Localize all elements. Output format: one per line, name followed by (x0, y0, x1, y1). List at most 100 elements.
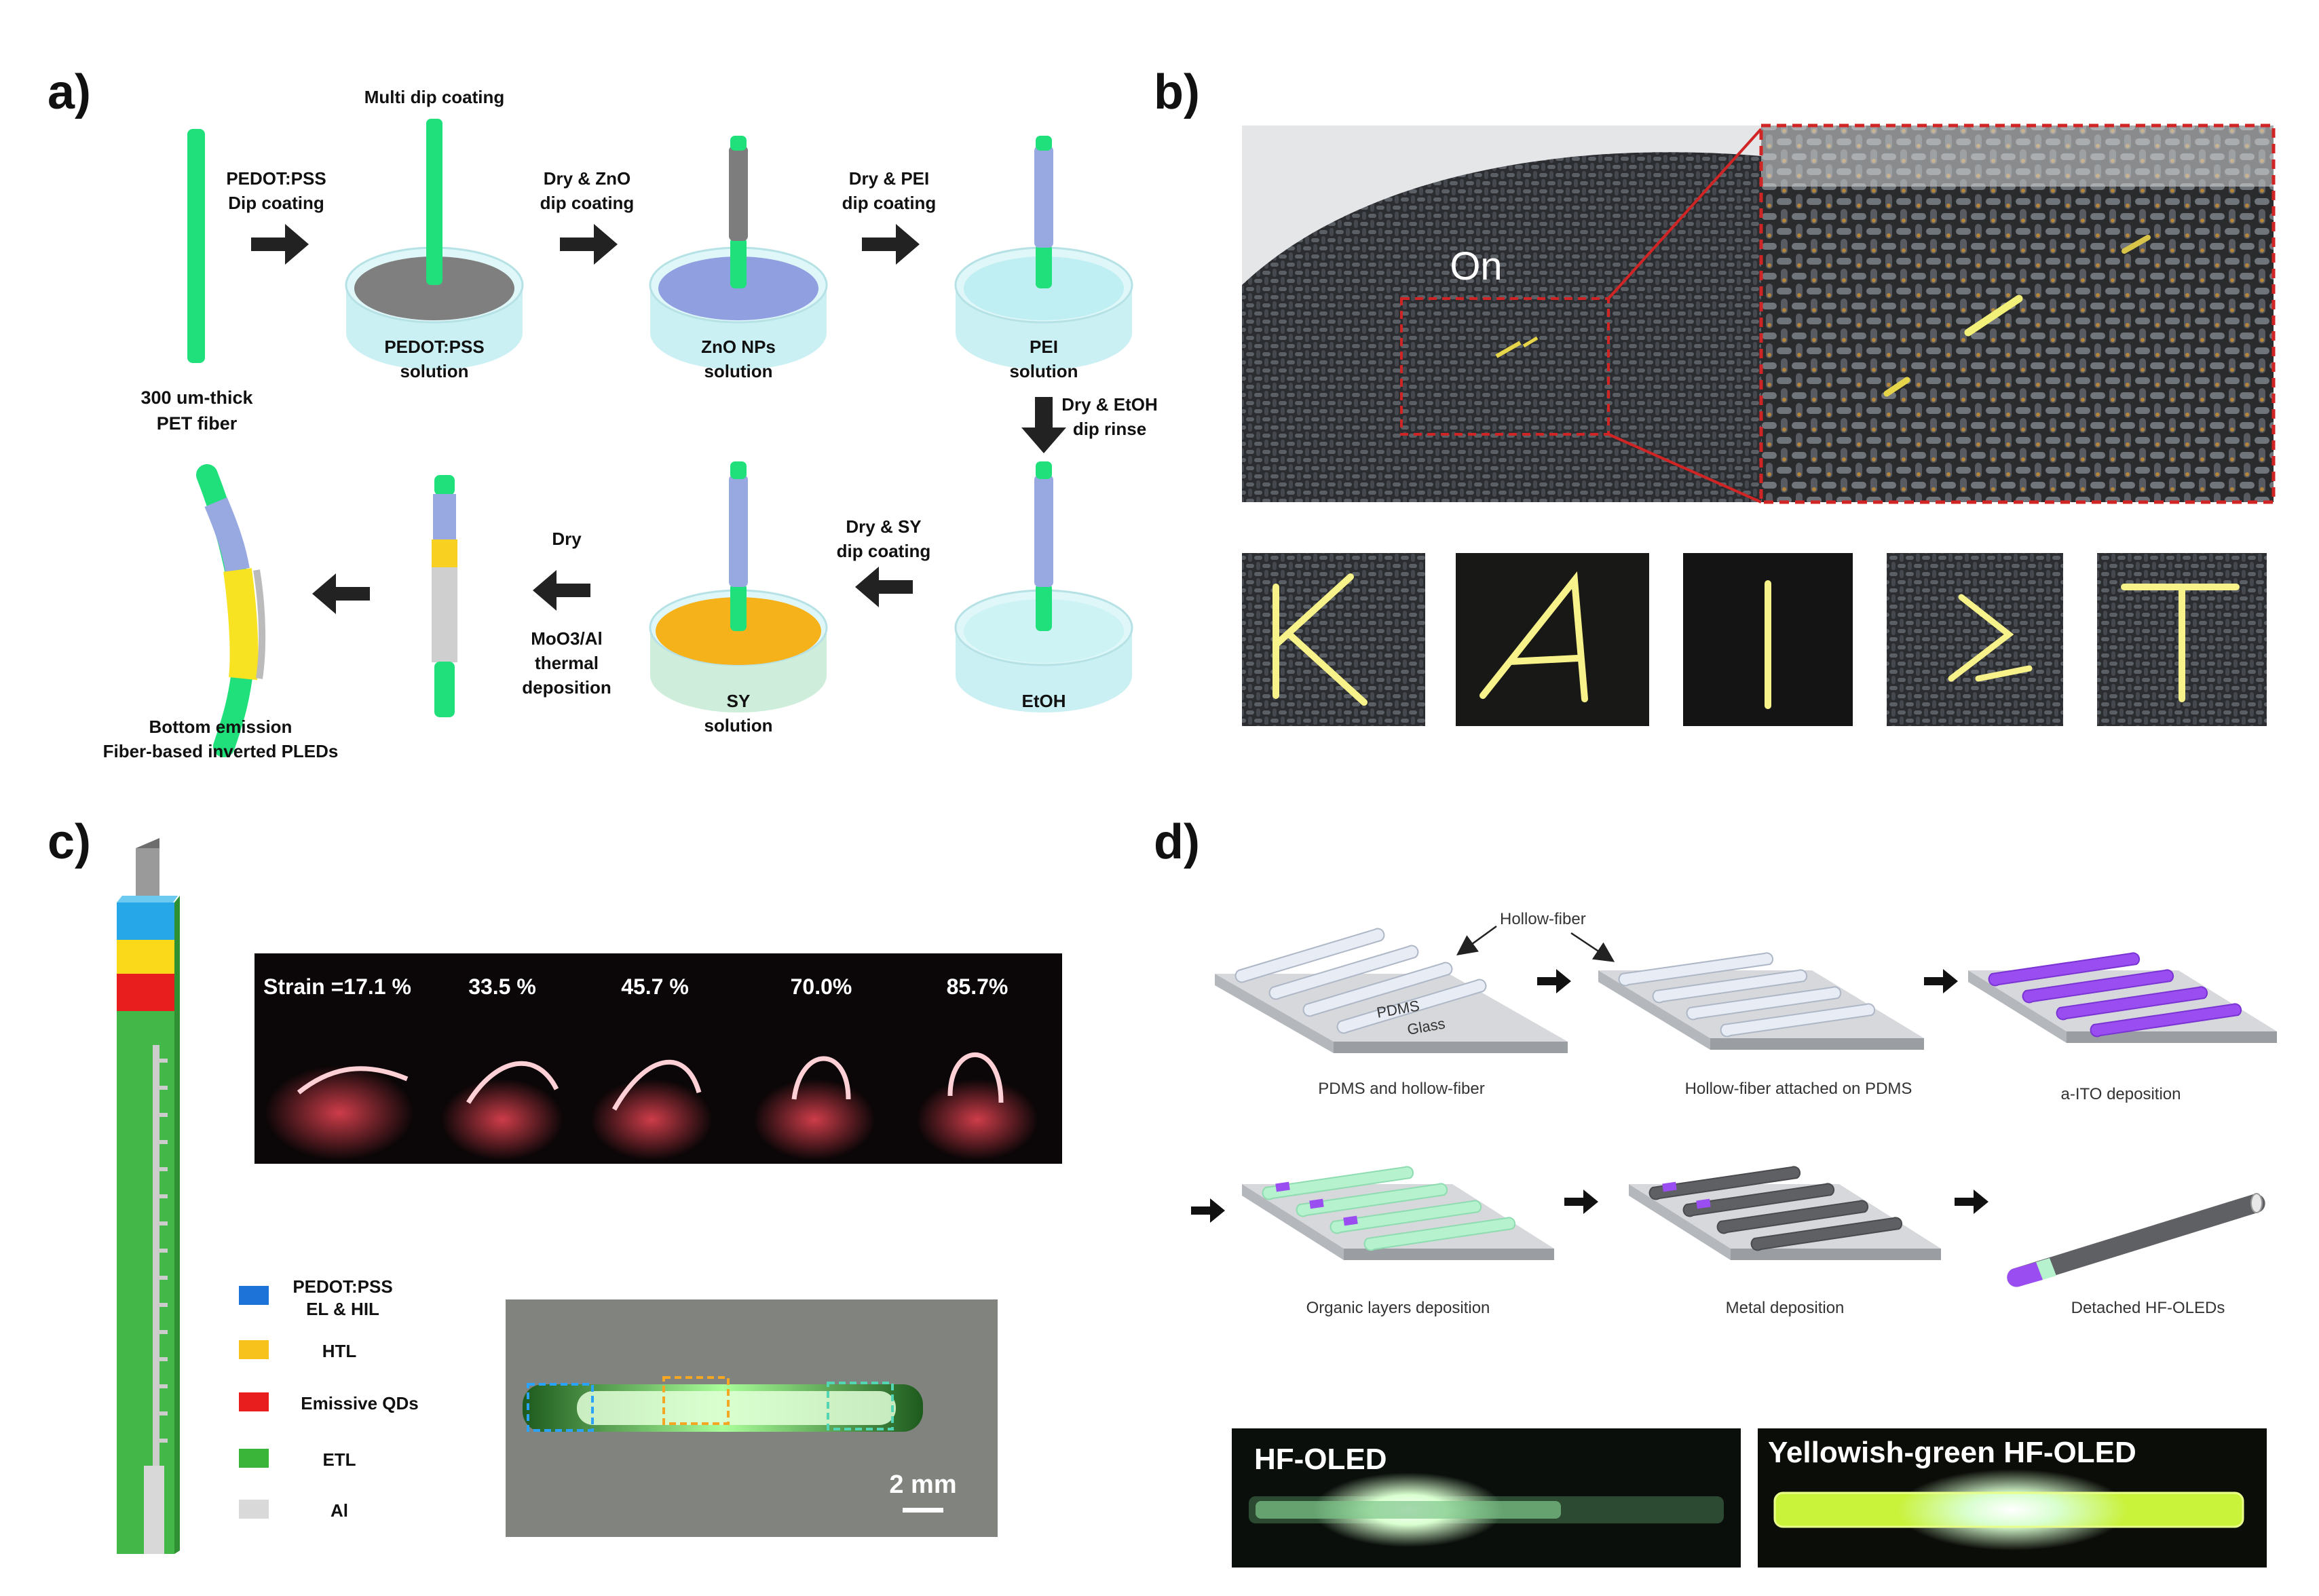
letter-photo-a (1456, 553, 1649, 726)
step-label-5: Metal deposition (1726, 1299, 1845, 1317)
layer-legend: PEDOT:PSS EL & HIL HTL Emissive QDs ETL … (239, 1276, 419, 1521)
fabric-photo: On (1242, 126, 1761, 502)
step-label-2: Hollow-fiber attached on PDMS (1685, 1080, 1912, 1098)
legend-label-qds: Emissive QDs (301, 1393, 418, 1413)
hf-oled-photo: HF-OLED (1232, 1428, 1741, 1568)
legend-swatch-htl (239, 1340, 269, 1359)
step-label-1: PDMS and hollow-fiber (1318, 1080, 1484, 1098)
arrow4-label-2: dip rinse (1073, 419, 1146, 439)
dish-pei: PEI solution (954, 136, 1133, 381)
step-label-4: Organic layers deposition (1306, 1299, 1490, 1317)
strain-label-3: 45.7 % (621, 974, 689, 999)
dish-zno: ZnO NPs solution (649, 136, 828, 381)
process-arrow-icon (560, 224, 618, 265)
arrow5-label-1: Dry & SY (846, 516, 921, 537)
legend-label-htl: HTL (322, 1341, 357, 1361)
photo-yg-hf-oled-label: Yellowish-green HF-OLED (1768, 1436, 2136, 1469)
panel-b: b) On (1154, 65, 2276, 726)
zoom-line (1608, 433, 1762, 504)
step-ito: a-ITO deposition (1968, 952, 2277, 1103)
yellowish-green-hf-oled-photo: Yellowish-green HF-OLED (1758, 1428, 2267, 1568)
dish3-label-1: PEI (1030, 337, 1058, 357)
legend-label-al: Al (331, 1500, 348, 1521)
zoom-box-teal (827, 1382, 894, 1430)
dish1-label-1: PEDOT:PSS (384, 337, 484, 357)
fiber-label-1: 300 um-thick (140, 387, 253, 408)
step-label-6: Detached HF-OLEDs (2071, 1299, 2225, 1317)
fabric-zoom-photo (1759, 124, 2276, 504)
fiber-label-2: PET fiber (157, 413, 238, 434)
step-fiber-attached: Hollow-fiber attached on PDMS (1598, 952, 1924, 1098)
letter-photo-s (1887, 553, 2063, 726)
zoom-box-blue (527, 1383, 594, 1432)
dish3-label-2: solution (1009, 361, 1078, 381)
arrow6-label-2: thermal (535, 653, 599, 673)
letter-photo-k (1242, 553, 1425, 726)
result-label-2: Fiber-based inverted PLEDs (103, 741, 339, 761)
strain-label-5: 85.7% (947, 974, 1008, 999)
step-organic: Organic layers deposition (1242, 1166, 1554, 1317)
kaist-photos (1242, 553, 2267, 726)
panel-c: c) (48, 815, 1062, 1554)
zoom-line (1607, 128, 1762, 300)
legend-swatch-al (239, 1500, 269, 1519)
zoom-box-orange (662, 1376, 730, 1425)
arrow2-label-1: Dry & ZnO (544, 168, 631, 189)
strain-label-2: 33.5 % (468, 974, 536, 999)
letter-photo-i (1683, 553, 1853, 726)
process-arrow-icon (1564, 1190, 1598, 1214)
process-arrow-left-icon (533, 570, 590, 611)
strain-label-1: Strain =17.1 % (263, 974, 411, 999)
photo-hf-oled-label: HF-OLED (1254, 1443, 1387, 1476)
process-arrow-icon (251, 224, 309, 265)
legend-swatch-qds (239, 1392, 269, 1411)
process-arrow-icon (1191, 1198, 1225, 1223)
on-label: On (1450, 244, 1502, 288)
arrow2-label-2: dip coating (540, 193, 635, 213)
dish2-label-1: ZnO NPs (701, 337, 776, 357)
dish-etoh: EtOH (954, 461, 1133, 712)
pet-fiber (187, 129, 205, 363)
dish-sy: SY solution (649, 461, 828, 736)
step-pdms-fiber: PDMS Glass Hollow-fiber PDMS and hollow-… (1215, 910, 1615, 1098)
arrow6-label-3: deposition (522, 677, 611, 698)
multi-dip-label: Multi dip coating (364, 87, 505, 107)
result-label-1: Bottom emission (149, 717, 293, 737)
strain-photo: Strain =17.1 % 33.5 % 45.7 % 70.0% 85.7% (254, 953, 1062, 1164)
dish5-label-1: SY (727, 691, 751, 711)
step-label-3: a-ITO deposition (2061, 1085, 2181, 1103)
dish-pedot: Multi dip coating PEDOT:PSS solution (345, 87, 524, 381)
scale-bar-label: 2 mm (889, 1470, 956, 1499)
legend-label-pedot-2: EL & HIL (306, 1299, 379, 1319)
scale-bar (903, 1508, 943, 1513)
arrow1-label-2: Dip coating (228, 193, 324, 213)
green-fiber-photo: 2 mm (506, 1299, 998, 1537)
dish1-label-2: solution (400, 361, 468, 381)
panel-a-letter: a) (48, 65, 91, 119)
arrow4-label-1: Dry & EtOH (1061, 394, 1158, 415)
dish4-label-1: EtOH (1022, 691, 1066, 711)
panel-b-letter: b) (1154, 65, 1200, 119)
step-metal: Metal deposition (1629, 1166, 1941, 1317)
bent-fiber-device (196, 464, 266, 757)
arrow1-label-1: PEDOT:PSS (226, 168, 326, 189)
legend-label-pedot-1: PEDOT:PSS (293, 1276, 392, 1297)
process-arrow-icon (1924, 969, 1958, 993)
device-stack (117, 838, 180, 1554)
process-arrow-left-icon (312, 573, 370, 614)
dish5-label-2: solution (704, 715, 772, 736)
hollow-fiber-label: Hollow-fiber (1500, 910, 1586, 928)
arrow5-label-2: dip coating (837, 541, 931, 561)
legend-swatch-etl (239, 1449, 269, 1468)
letter-photo-t (2097, 553, 2267, 726)
process-arrow-left-icon (855, 567, 913, 607)
panel-c-letter: c) (48, 815, 91, 869)
process-arrow-down-icon (1021, 397, 1066, 453)
process-arrow-icon (862, 224, 920, 265)
panel-d: d) PDMS Glass Hollow-fiber PDMS and holl… (1154, 815, 2277, 1568)
step-detached: Detached HF-OLEDs (2007, 1193, 2265, 1317)
arrow3-label-2: dip coating (842, 193, 937, 213)
dish2-label-2: solution (704, 361, 772, 381)
process-arrow-icon (1955, 1190, 1988, 1214)
